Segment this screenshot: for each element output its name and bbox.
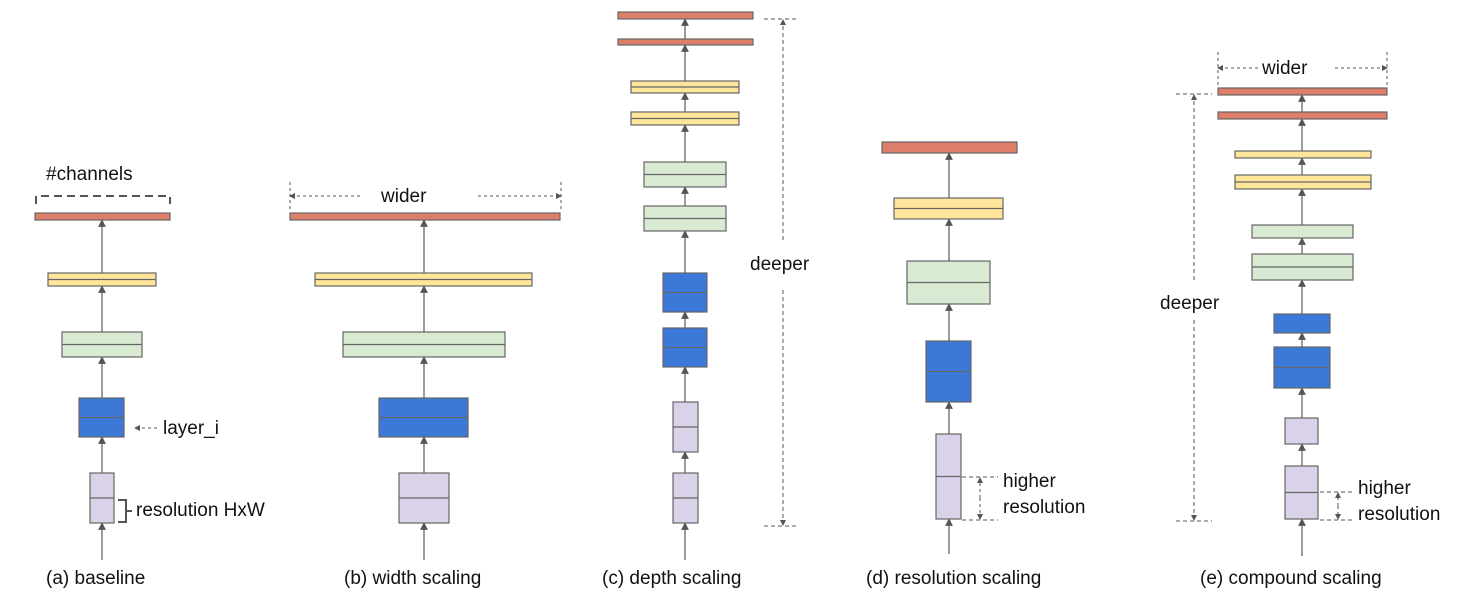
resolution-label: resolution HxW	[136, 500, 265, 521]
caption-e: (e) compound scaling	[1200, 568, 1382, 589]
layer-block-purple	[1284, 417, 1319, 445]
deeper-label-e: deeper	[1160, 293, 1220, 314]
blocks-c	[617, 11, 754, 560]
deeper-label: deeper	[750, 254, 810, 275]
wider-label: wider	[380, 186, 427, 207]
higher-label: higher	[1003, 471, 1056, 492]
blocks-a	[34, 212, 171, 560]
panel-c: deeper (c) depth scaling	[602, 18, 810, 589]
higher-label-e: higher	[1358, 478, 1411, 499]
caption-d: (d) resolution scaling	[866, 568, 1041, 589]
panel-e: wider deeper higher resolution (e) compo…	[1160, 52, 1440, 589]
layer-block-red	[881, 141, 1018, 154]
layer-block-red	[1217, 111, 1388, 120]
layer-block-yellow	[1234, 150, 1372, 159]
blocks-e	[1217, 87, 1388, 556]
panel-d: higher resolution (d) resolution scaling	[866, 471, 1085, 589]
caption-b: (b) width scaling	[344, 568, 481, 589]
blocks-d	[881, 141, 1018, 554]
resolution-label-e: resolution	[1358, 504, 1440, 525]
wider-label-e: wider	[1261, 58, 1308, 79]
caption-c: (c) depth scaling	[602, 568, 741, 589]
layer-label: layer_i	[163, 418, 219, 439]
resolution-label-d: resolution	[1003, 497, 1085, 518]
channels-label: #channels	[46, 164, 133, 185]
layer-block-blue	[1273, 313, 1331, 334]
layer-block-red	[617, 38, 754, 46]
layer-block-red	[617, 11, 754, 20]
panel-b: wider (b) width scaling	[289, 182, 562, 589]
layer-block-red	[289, 212, 561, 221]
layer-block-red	[34, 212, 171, 221]
layer-block-green	[1251, 224, 1354, 239]
panel-a: #channels layer_i resolution HxW (a) bas…	[35, 164, 265, 589]
resolution-bracket	[118, 499, 132, 523]
channels-bracket	[35, 195, 171, 204]
caption-a: (a) baseline	[46, 568, 145, 589]
layer-block-red	[1217, 87, 1388, 96]
blocks-b	[289, 212, 561, 560]
